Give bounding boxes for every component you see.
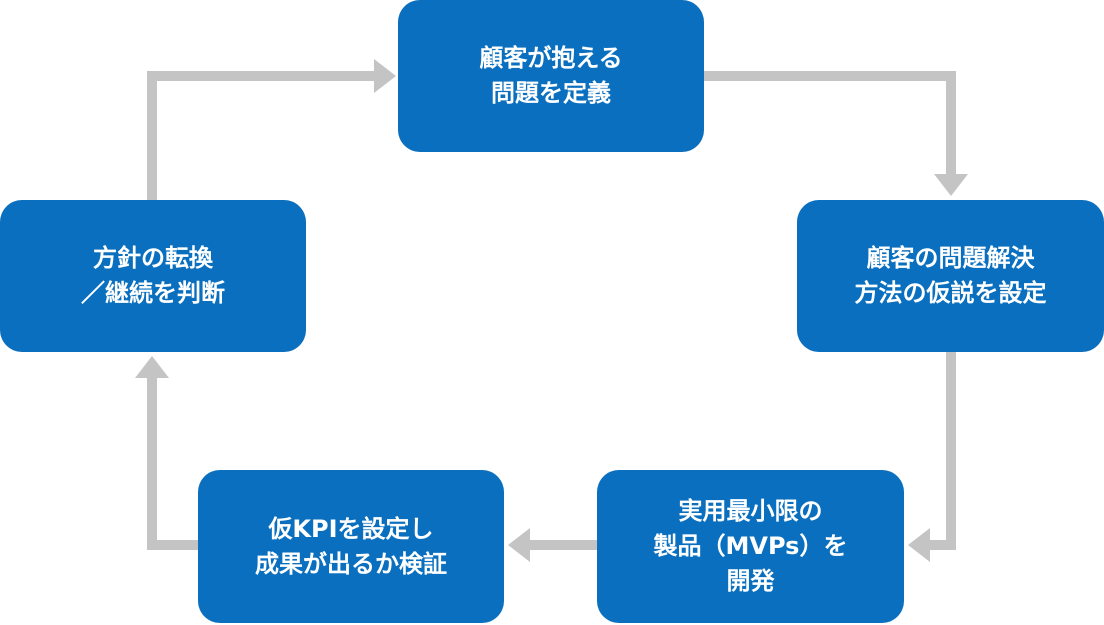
- arrow-mvp-to-kpi: [508, 528, 597, 562]
- node-define-problem-line-2: 問題を定義: [491, 79, 611, 107]
- node-verify-kpi-line-1: 仮KPIを設定し: [268, 514, 434, 543]
- node-set-hypothesis-line-1: 顧客の問題解決: [866, 244, 1035, 273]
- arrow-kpi-to-pivot: [135, 356, 198, 550]
- node-pivot-or-persevere-label: 方針の転換 ／継続を判断: [81, 241, 225, 311]
- node-develop-mvp: 実用最小限の 製品（MVPs）を 開発: [597, 470, 904, 623]
- node-verify-kpi-line-2: 成果が出るか検証: [255, 549, 447, 578]
- node-define-problem: 顧客が抱える 問題を定義: [398, 0, 704, 152]
- node-pivot-or-persevere-line-2: ／継続を判断: [81, 279, 225, 307]
- node-define-problem-line-1: 顧客が抱える: [479, 44, 623, 73]
- node-verify-kpi: 仮KPIを設定し 成果が出るか検証: [198, 470, 504, 623]
- node-develop-mvp-line-2: 製品（MVPs）を: [653, 532, 848, 561]
- arrow-hypothesis-to-mvp: [908, 352, 956, 562]
- node-define-problem-label: 顧客が抱える 問題を定義: [479, 41, 622, 111]
- node-set-hypothesis: 顧客の問題解決 方法の仮説を設定: [797, 200, 1104, 352]
- arrow-pivot-to-define: [147, 59, 396, 200]
- node-develop-mvp-line-1: 実用最小限の: [678, 497, 823, 526]
- node-set-hypothesis-label: 顧客の問題解決 方法の仮説を設定: [855, 241, 1047, 311]
- node-develop-mvp-line-3: 開発: [726, 566, 775, 595]
- arrow-define-to-hypothesis: [704, 71, 968, 196]
- node-verify-kpi-label: 仮KPIを設定し 成果が出るか検証: [255, 512, 447, 582]
- node-develop-mvp-label: 実用最小限の 製品（MVPs）を 開発: [654, 494, 848, 598]
- node-set-hypothesis-line-2: 方法の仮説を設定: [854, 279, 1047, 307]
- node-pivot-or-persevere-line-1: 方針の転換: [93, 244, 213, 273]
- node-pivot-or-persevere: 方針の転換 ／継続を判断: [0, 200, 306, 352]
